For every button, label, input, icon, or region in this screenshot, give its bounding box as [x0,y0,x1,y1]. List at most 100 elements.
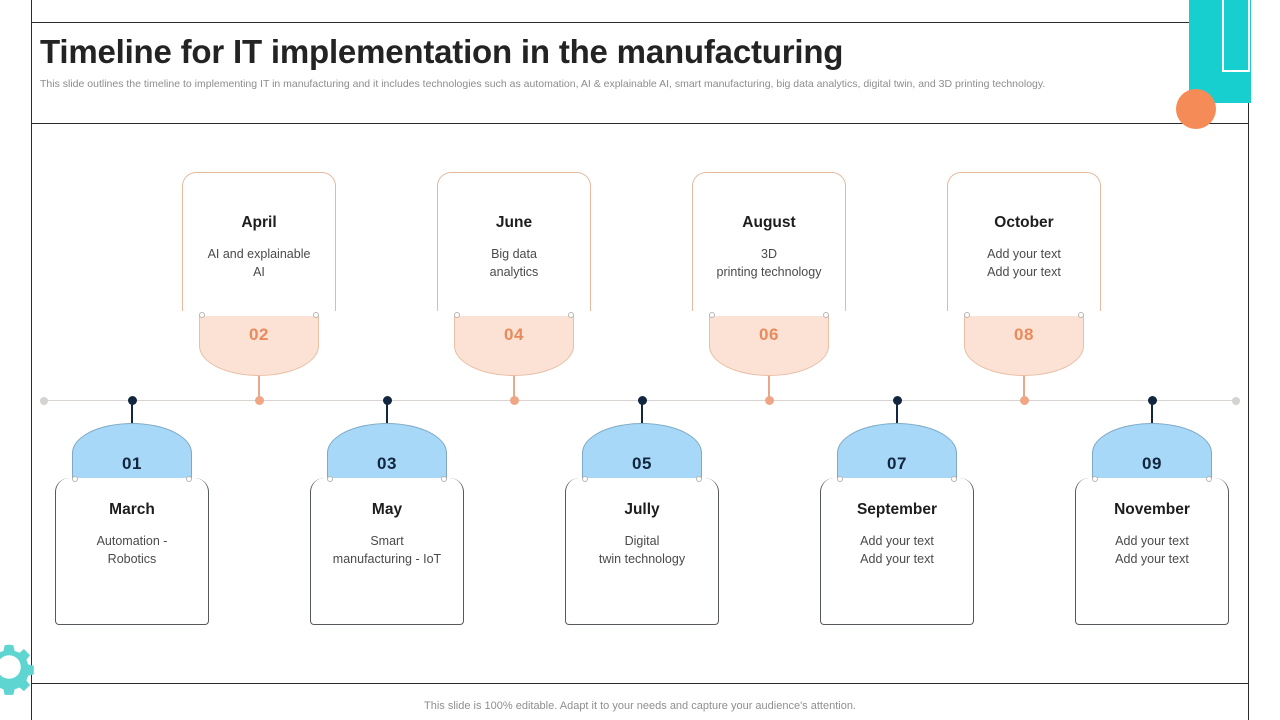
timeline-connector-stem [641,400,643,423]
card-month-label: September [856,501,938,518]
card-joint-dot [313,312,319,318]
card-description: 3D printing technology [716,247,822,280]
card-number-semicircle: 08 [964,316,1084,376]
timeline-connector-stem [386,400,388,423]
timeline-axis-node-dot [1019,396,1029,405]
card-number-label: 04 [504,325,524,344]
frame-right-rule [1248,0,1249,720]
card-number-semicircle: 07 [837,423,957,483]
timeline-axis-end-dot [1232,397,1240,405]
card-joint-dot [837,476,843,482]
card-joint-dot [186,476,192,482]
timeline-connector-stem [1151,400,1153,423]
card-joint-dot [199,312,205,318]
card-month-label: June [495,214,533,231]
card-number-semicircle: 09 [1092,423,1212,483]
card-month-label: March [109,501,155,518]
card-number-label: 09 [1142,454,1162,473]
frame-bottom-rule [31,683,1249,684]
timeline-axis-node-dot [892,396,902,405]
card-joint-dot [582,476,588,482]
frame-top-rule [31,22,1249,23]
teal-rectangle-decoration [1189,0,1251,103]
timeline-axis-node-dot [382,396,392,405]
card-month-label: November [1114,501,1190,518]
timeline-connector-stem [513,376,515,400]
card-number-semicircle: 05 [582,423,702,483]
card-number-label: 01 [122,454,142,473]
card-description: Automation - Robotics [96,534,168,567]
gear-icon [0,644,34,695]
slide-footer: This slide is 100% editable. Adapt it to… [424,700,856,712]
card-number-label: 06 [759,325,779,344]
card-description: Add your text Add your text [1115,534,1189,567]
card-number-semicircle: 04 [454,316,574,376]
timeline-axis-start-dot [40,397,48,405]
card-number-semicircle: 06 [709,316,829,376]
card-number-semicircle: 03 [327,423,447,483]
card-description: AI and explainable AI [207,247,311,280]
card-number-label: 05 [632,454,652,473]
card-description: Smart manufacturing - IoT [332,534,442,567]
card-body: April AI and explainable AI [182,172,336,311]
timeline-connector-stem [896,400,898,423]
timeline-connector-stem [131,400,133,423]
card-joint-dot [1092,476,1098,482]
card-body: August 3D printing technology [692,172,846,311]
card-text: August 3D printing technology [693,173,845,281]
page-subtitle: This slide outlines the timeline to impl… [40,77,1046,90]
card-month-label: May [371,501,403,518]
card-joint-dot [951,476,957,482]
frame-header-divider [31,123,1249,124]
card-month-label: April [241,214,277,231]
timeline-connector-stem [258,376,260,400]
card-description: Digital twin technology [598,534,686,567]
timeline-card-top[interactable]: August 3D printing technology 06 [692,172,846,376]
card-month-label: August [742,214,796,231]
timeline-axis-node-dot [1147,396,1157,405]
card-number-label: 07 [887,454,907,473]
timeline-axis-node-dot [764,396,774,405]
card-description: Add your text Add your text [987,247,1061,280]
timeline-connector-stem [1023,376,1025,400]
orange-circle-decoration [1176,89,1216,129]
card-number-label: 03 [377,454,397,473]
timeline-axis-node-dot [637,396,647,405]
frame-left-rule [31,0,32,720]
teal-inner-outline-decoration [1222,0,1250,72]
card-text: April AI and explainable AI [183,173,335,281]
card-month-label: Jully [624,501,660,518]
timeline-axis-node-dot [254,396,264,405]
card-number-semicircle: 02 [199,316,319,376]
card-description: Add your text Add your text [860,534,934,567]
card-description: Big data analytics [489,247,539,280]
card-joint-dot [823,312,829,318]
card-joint-dot [964,312,970,318]
card-number-semicircle: 01 [72,423,192,483]
timeline-card-top[interactable]: April AI and explainable AI 02 [182,172,336,376]
card-month-label: October [994,214,1054,231]
slide-header: Timeline for IT implementation in the ma… [40,33,1150,92]
card-joint-dot [709,312,715,318]
card-number-label: 08 [1014,325,1034,344]
card-joint-dot [454,312,460,318]
timeline-connector-stem [768,376,770,400]
card-joint-dot [1078,312,1084,318]
card-joint-dot [1206,476,1212,482]
